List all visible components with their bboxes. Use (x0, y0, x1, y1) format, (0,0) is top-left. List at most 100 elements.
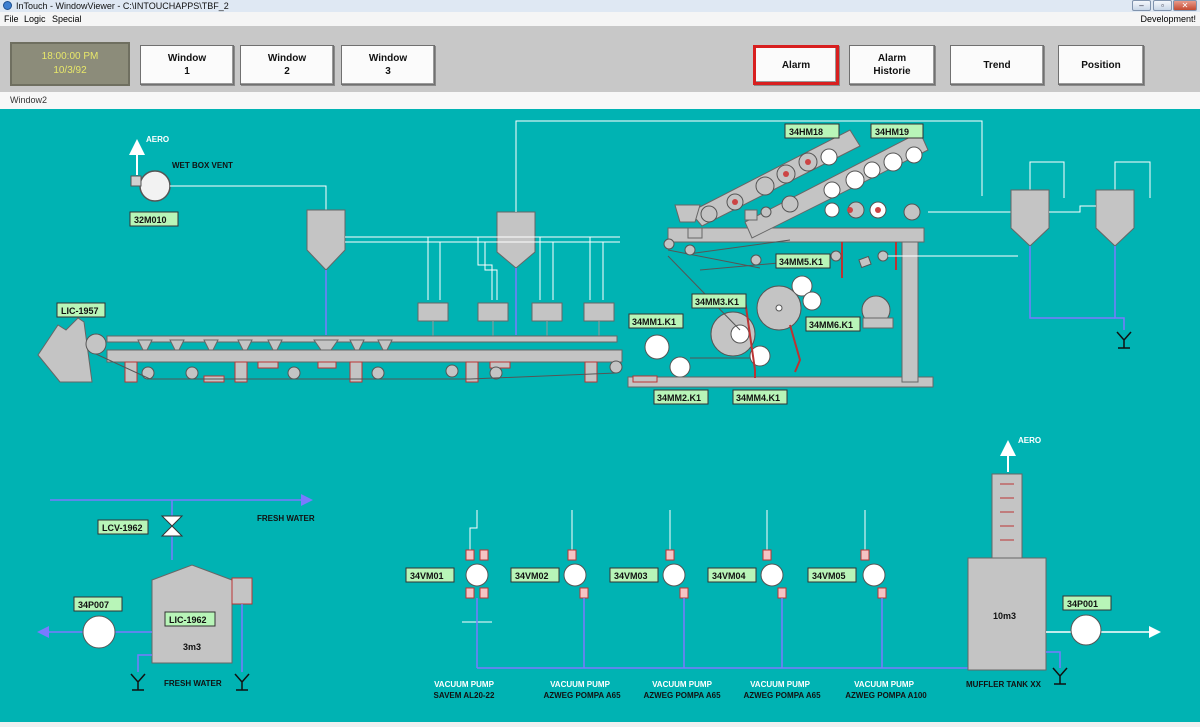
return-roll-4 (371, 366, 385, 380)
dryer-dot-3 (732, 199, 738, 205)
tag-lic-1957-label: LIC-1957 (61, 306, 99, 316)
roll-34mm6[interactable] (802, 291, 822, 311)
table-leg-4 (465, 361, 479, 383)
vm02-valve-b (579, 587, 589, 599)
pump-34p007[interactable] (82, 615, 116, 649)
foil-5 (267, 339, 283, 351)
felt-roll-base (862, 317, 894, 329)
vm03-valve-b (679, 587, 689, 599)
foil-8 (377, 339, 393, 351)
fresh-water-section: FRESH WATER LCV-1962 LIC-1962 3m3 FRESH … (37, 494, 315, 691)
chute (674, 204, 701, 223)
position-button[interactable]: Position (1058, 45, 1144, 85)
tank-overflow-box (231, 577, 253, 605)
tag-34vm05[interactable] (807, 567, 857, 583)
vacuum-pump-34vm04[interactable] (760, 563, 784, 587)
separator-link (1049, 205, 1096, 213)
roll-34mm4[interactable] (749, 345, 771, 367)
foil-2 (169, 339, 185, 351)
vacuum-pump-34vm02[interactable] (563, 563, 587, 587)
subwindow-title: Window2 (10, 95, 48, 105)
tag-32m010-label: 32M010 (134, 215, 167, 225)
dryer-roll-c4 (903, 203, 921, 221)
muffler-tank-xx[interactable] (967, 557, 1047, 671)
tag-34mm3-k1[interactable] (691, 293, 747, 309)
dryer-conveyors: 34HM18 34HM19 (674, 123, 1012, 239)
press-linkage (744, 299, 756, 371)
tag-34mm1-k1[interactable] (628, 313, 684, 329)
menu-special[interactable]: Special (52, 14, 82, 24)
tag-34mm4-k1[interactable] (732, 389, 788, 405)
couch-roll-34mm1[interactable] (644, 334, 670, 360)
separator-drain-2 (1114, 246, 1125, 330)
chute-base (687, 227, 703, 239)
tag-34mm5-k1[interactable] (775, 253, 831, 269)
pump-5-line2: AZWEG POMPA A100 (845, 691, 927, 700)
button-label: Window (167, 53, 207, 64)
trend-button[interactable]: Trend (950, 45, 1044, 85)
maximize-button[interactable]: ▫ (1153, 0, 1172, 11)
roll-34mm5[interactable] (791, 275, 813, 297)
window-2-button[interactable]: Window 2 (240, 45, 334, 85)
pump-1-line1: VACUUM PUMP (434, 680, 495, 689)
breast-roll (85, 333, 107, 355)
suction-hoppers (306, 120, 983, 336)
tag-34p001[interactable] (1062, 595, 1112, 611)
vacuum-pump-34vm01[interactable] (465, 563, 489, 587)
separator-drain-1 (1029, 246, 1115, 319)
wet-box-vent-label: WET BOX VENT (172, 161, 233, 170)
menu-file[interactable]: File (4, 14, 19, 24)
tag-34mm4-k1-label: 34MM4.K1 (736, 393, 780, 403)
window-1-button[interactable]: Window 1 (140, 45, 234, 85)
tag-34mm5-k1-label: 34MM5.K1 (779, 257, 823, 267)
menu-logic[interactable]: Logic (24, 14, 46, 24)
dryer-dot-5 (805, 159, 811, 165)
tag-lcv-1962[interactable] (97, 519, 149, 535)
vm04-valve-a (762, 549, 772, 561)
tag-34vm02-label: 34VM02 (515, 571, 549, 581)
separator-tank-1 (1010, 189, 1050, 247)
separator-tanks (1010, 161, 1151, 349)
tag-34vm02[interactable] (510, 567, 560, 583)
dryer-roll-b1 (760, 206, 772, 218)
press-roll-34mm2[interactable] (669, 356, 691, 378)
felt-run-1 (667, 249, 761, 269)
window-3-button[interactable]: Window 3 (341, 45, 435, 85)
tag-34mm6-k1[interactable] (805, 316, 861, 332)
alarm-history-button[interactable]: Alarm Historie (849, 45, 935, 85)
headbox (37, 317, 93, 383)
dryer-roll-b7 (905, 146, 923, 164)
tag-34vm01[interactable] (405, 567, 455, 583)
tag-34vm03[interactable] (609, 567, 659, 583)
tag-34mm2-k1[interactable] (653, 389, 709, 405)
menu-development[interactable]: Development! (1140, 14, 1196, 24)
wet-box-vent-section: AERO WET BOX VENT 32M010 (129, 135, 327, 227)
title-bar: InTouch - WindowViewer - C:\INTOUCHAPPS\… (0, 0, 1200, 12)
tag-34hm18[interactable] (784, 123, 840, 139)
tag-34mm2-k1-label: 34MM2.K1 (657, 393, 701, 403)
minimize-button[interactable]: – (1132, 0, 1151, 11)
tag-lic-1957[interactable] (56, 302, 106, 318)
tag-34p007[interactable] (73, 596, 123, 612)
tag-34hm19[interactable] (870, 123, 924, 139)
foil-3 (203, 339, 219, 351)
alarm-button[interactable]: Alarm (753, 45, 839, 85)
vacuum-pump-34vm03[interactable] (662, 563, 686, 587)
tag-lic-1962[interactable] (164, 611, 216, 627)
tag-34vm04[interactable] (707, 567, 757, 583)
pump-34p001[interactable] (1070, 614, 1102, 646)
dryer-roll-b5 (863, 161, 881, 179)
vm01-valve-d (479, 587, 489, 599)
valve-lcv-1962[interactable] (160, 515, 184, 537)
pump-3-line2: AZWEG POMPA A65 (643, 691, 721, 700)
vacuum-pump-34vm05[interactable] (862, 563, 886, 587)
separator-tank-2 (1095, 189, 1135, 247)
foil-1 (137, 339, 153, 351)
tag-32m010[interactable] (129, 211, 179, 227)
vm01-valve-a (465, 549, 475, 561)
close-button[interactable]: ✕ (1173, 0, 1197, 11)
overflow-funnel (234, 673, 250, 691)
vent-fan-32m010[interactable] (139, 170, 171, 202)
press-section: 34MM1.K1 34MM2.K1 34MM4.K1 (627, 227, 1018, 405)
pump-5-line1: VACUUM PUMP (854, 680, 915, 689)
